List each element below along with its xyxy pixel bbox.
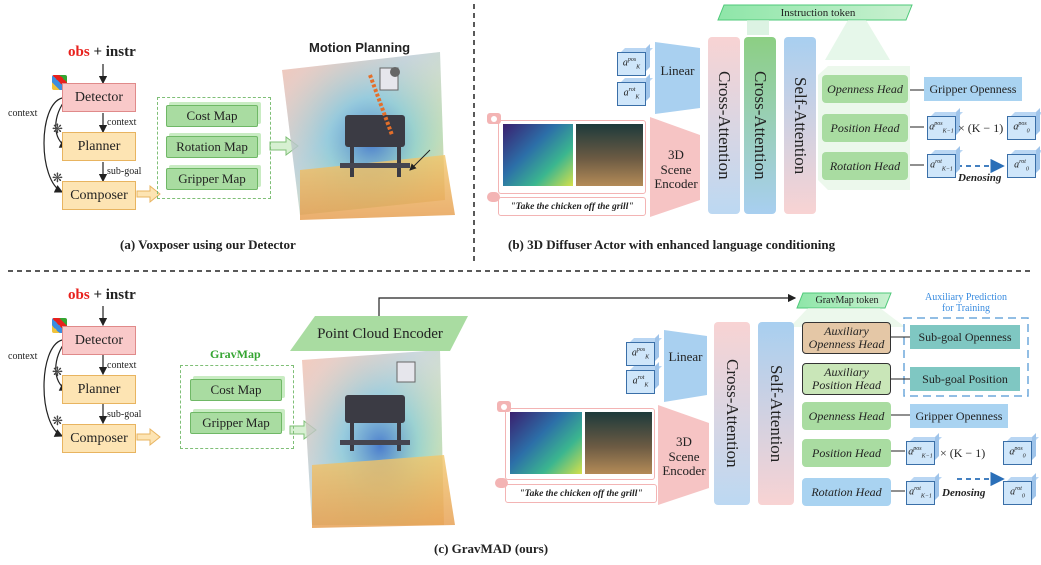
instruction-text-c: "Take the chicken off the grill" (505, 484, 657, 503)
a-pos-0-b: apos0 (1007, 116, 1036, 140)
caption-a: (a) Voxposer using our Detector (120, 237, 296, 252)
a-rot-K1-c: arotK−1 (906, 481, 935, 505)
subgoal-openness: Sub-goal Openness (910, 325, 1020, 349)
self-attention-b: Self-Attention (791, 76, 810, 175)
context-mid-label-a: context (107, 117, 137, 128)
times-k-c: × (K − 1) (940, 446, 986, 460)
gripper-openness-c: Gripper Openness (910, 404, 1008, 428)
rotation-map-a: Rotation Map (166, 136, 258, 158)
linear-b: Linear (660, 63, 695, 78)
rotation-head-b: Rotation Head (822, 152, 908, 180)
gravmap-label: GravMap (210, 347, 261, 361)
gravmap-scene (302, 350, 455, 528)
context-label-c: context (8, 351, 38, 362)
a-rot-K1-b: arotK−1 (927, 154, 956, 178)
subgoal-label-c: sub-goal (107, 409, 142, 420)
times-k-b: × (K − 1) (958, 121, 1004, 135)
denosing-b: Denosing (958, 172, 1002, 184)
camera-icon (487, 113, 501, 124)
detector-box-c: Detector (62, 326, 136, 355)
openness-head-c: Openness Head (802, 402, 891, 430)
planner-box-a: Planner (62, 132, 136, 161)
gpt-icon: ❋ (52, 170, 63, 185)
position-head-b: Position Head (822, 114, 908, 142)
speech-bubble-icon (487, 192, 500, 202)
gripper-map-c: Gripper Map (190, 412, 282, 434)
a-rot-0-b: arot0 (1007, 154, 1036, 178)
cost-map-a: Cost Map (166, 105, 258, 127)
subgoal-label-a: sub-goal (107, 166, 142, 177)
linear-c: Linear (668, 349, 703, 364)
composer-box-a: Composer (62, 181, 136, 210)
caption-c: (c) GravMAD (ours) (434, 541, 549, 556)
instruction-text-b: "Take the chicken off the grill" (498, 197, 646, 216)
a-pos-K1-b: aposK−1 (927, 116, 956, 140)
instruction-token-b: Instruction token (780, 6, 856, 19)
a-rot-K-b: arotK (617, 82, 646, 106)
denosing-c: Denosing (942, 487, 986, 499)
camera-icon (497, 401, 511, 412)
gpt-icon: ❋ (52, 413, 63, 428)
scene-images-b (498, 120, 646, 194)
cost-map-c: Cost Map (190, 379, 282, 401)
motion-planning-scene (282, 52, 455, 220)
rotation-head-c: Rotation Head (802, 478, 891, 506)
a-pos-K-c: aposK (626, 342, 655, 366)
speech-bubble-icon (495, 478, 508, 488)
a-rot-0-c: arot0 (1003, 481, 1032, 505)
maps-group-a (157, 97, 271, 199)
cross-attention-c: Cross-Attention (723, 359, 742, 468)
context-mid-label-c: context (107, 360, 137, 371)
context-label-a: context (8, 108, 38, 119)
subgoal-position: Sub-goal Position (910, 367, 1020, 391)
self-attention-c: Self-Attention (767, 364, 786, 463)
point-cloud-encoder: Point Cloud Encoder (317, 325, 443, 342)
caption-b: (b) 3D Diffuser Actor with enhanced lang… (508, 237, 836, 252)
detector-box-a: Detector (62, 83, 136, 112)
gripper-openness-b: Gripper Openness (924, 77, 1022, 101)
motion-planning-title: Motion Planning (309, 40, 411, 55)
cross-attention-2-b: Cross-Attention (751, 71, 770, 180)
scene-images-c (505, 408, 655, 480)
obs-instr-label-c: obs + instr (68, 287, 136, 303)
planner-box-c: Planner (62, 375, 136, 404)
openness-head-b: Openness Head (822, 75, 908, 103)
maps-group-c (180, 365, 294, 449)
gripper-map-a: Gripper Map (166, 168, 258, 190)
gravmap-token: GravMap token (815, 295, 879, 306)
position-head-c: Position Head (802, 439, 891, 467)
gpt-icon: ❋ (52, 364, 63, 379)
a-rot-K-c: arotK (626, 370, 655, 394)
composer-box-c: Composer (62, 424, 136, 453)
a-pos-0-c: apos0 (1003, 441, 1032, 465)
a-pos-K-b: aposK (617, 52, 646, 76)
cross-attention-1-b: Cross-Attention (715, 71, 734, 180)
a-pos-K1-c: aposK−1 (906, 441, 935, 465)
obs-instr-label-a: obs + instr (68, 44, 136, 60)
gpt-icon: ❋ (52, 121, 63, 136)
